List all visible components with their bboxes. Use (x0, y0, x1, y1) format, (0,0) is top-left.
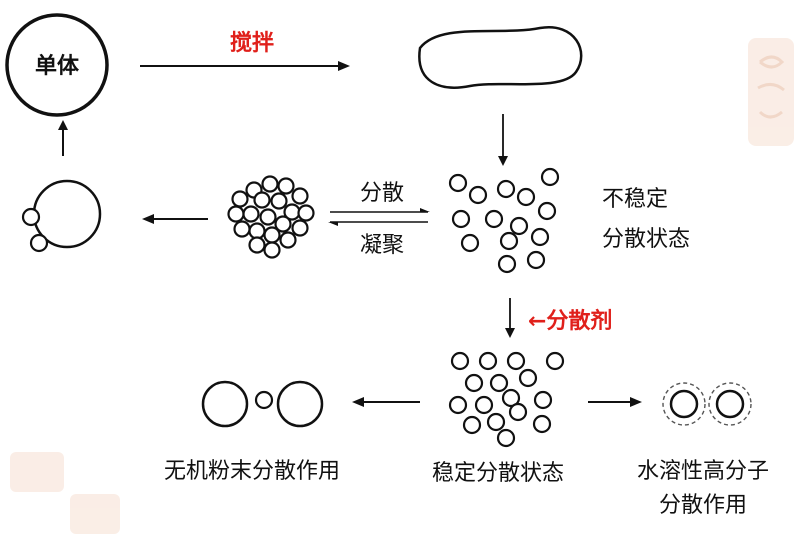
arrow-up-to-monomer (58, 120, 68, 156)
monomer-circle (5, 13, 109, 117)
inorganic-label: 无机粉末分散作用 (164, 459, 340, 484)
polymer-coated-particles (662, 382, 752, 426)
polymer-label-line1: 水溶性高分子 (637, 459, 769, 484)
stable-label: 稳定分散状态 (432, 461, 564, 486)
seal-watermark-bottom-left (10, 452, 120, 534)
arrow-blob-down (498, 114, 508, 166)
polymer-label-line2: 分散作用 (659, 493, 747, 518)
coalesced-particle (21, 179, 102, 253)
arrow-to-inorganic (352, 397, 420, 407)
arrow-to-coalesced (142, 214, 208, 224)
monomer-label: 单体 (35, 54, 80, 79)
disperse-label: 分散 (360, 181, 404, 206)
unstable-label-line1: 不稳定 (602, 187, 668, 212)
equilibrium-arrows (328, 208, 430, 226)
arrow-unstable-down (505, 298, 515, 338)
arrow-to-polymer (588, 397, 642, 407)
arrow-stir (140, 61, 350, 71)
unstable-label-line2: 分散状态 (602, 227, 690, 252)
seal-watermark-top-right (748, 38, 794, 146)
agglomerate-cluster (227, 175, 315, 259)
inorganic-powder-particles (201, 380, 324, 428)
liquid-blob (418, 25, 583, 89)
dispersant-label: ←分散剂 (528, 308, 612, 334)
stirring-label: 搅拌 (230, 30, 274, 56)
unstable-dispersed-particles (448, 167, 560, 274)
stable-dispersed-particles (448, 351, 565, 448)
agglomerate-label: 凝聚 (360, 233, 404, 258)
